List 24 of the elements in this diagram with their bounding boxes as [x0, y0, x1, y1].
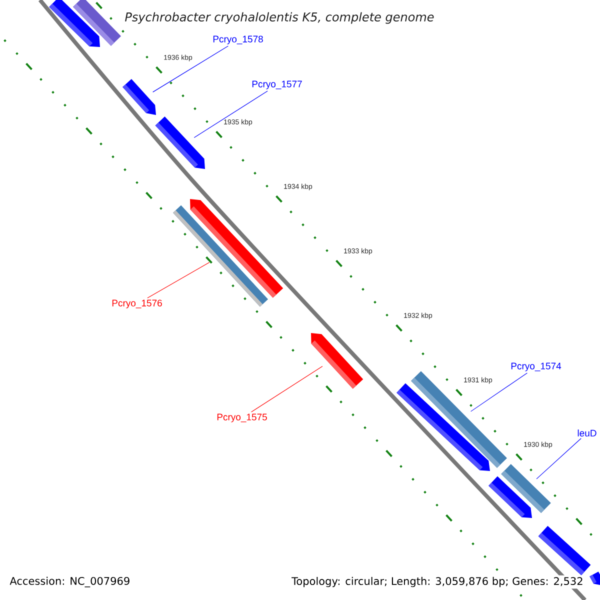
gene-bar — [538, 526, 591, 576]
gene-label: leuD — [578, 430, 596, 436]
leader-line — [470, 372, 528, 412]
gene-feature — [590, 572, 600, 585]
gene-bar — [172, 205, 268, 307]
leader-line — [536, 438, 582, 480]
gene-label: Pcryo_1577 — [252, 80, 302, 90]
gene-label: Pcryo_1576 — [112, 300, 162, 308]
gene-feature — [122, 78, 156, 115]
genome-info-text: Topology: circular; Length: 3,059,876 bp; Genes: 2,532 — [290, 575, 585, 589]
gene-feature — [396, 383, 490, 471]
leader-line — [194, 90, 268, 138]
gene-label: Pcryo_1574 — [511, 362, 562, 372]
leader-line — [152, 46, 228, 92]
gene-label: Pcryo_1578 — [213, 36, 263, 44]
title: Psychrobacter cryohalolentis K5, complete genome — [125, 12, 434, 24]
gene-feature — [155, 116, 205, 169]
leader-line — [251, 366, 323, 412]
gene-label: Pcryo_1575 — [217, 414, 267, 422]
leader-line — [147, 262, 210, 298]
gene-feature — [311, 333, 364, 389]
gene-feature — [488, 476, 532, 518]
accession-text: Accession: NC_007969 — [8, 575, 132, 589]
gene-bar — [73, 0, 121, 46]
